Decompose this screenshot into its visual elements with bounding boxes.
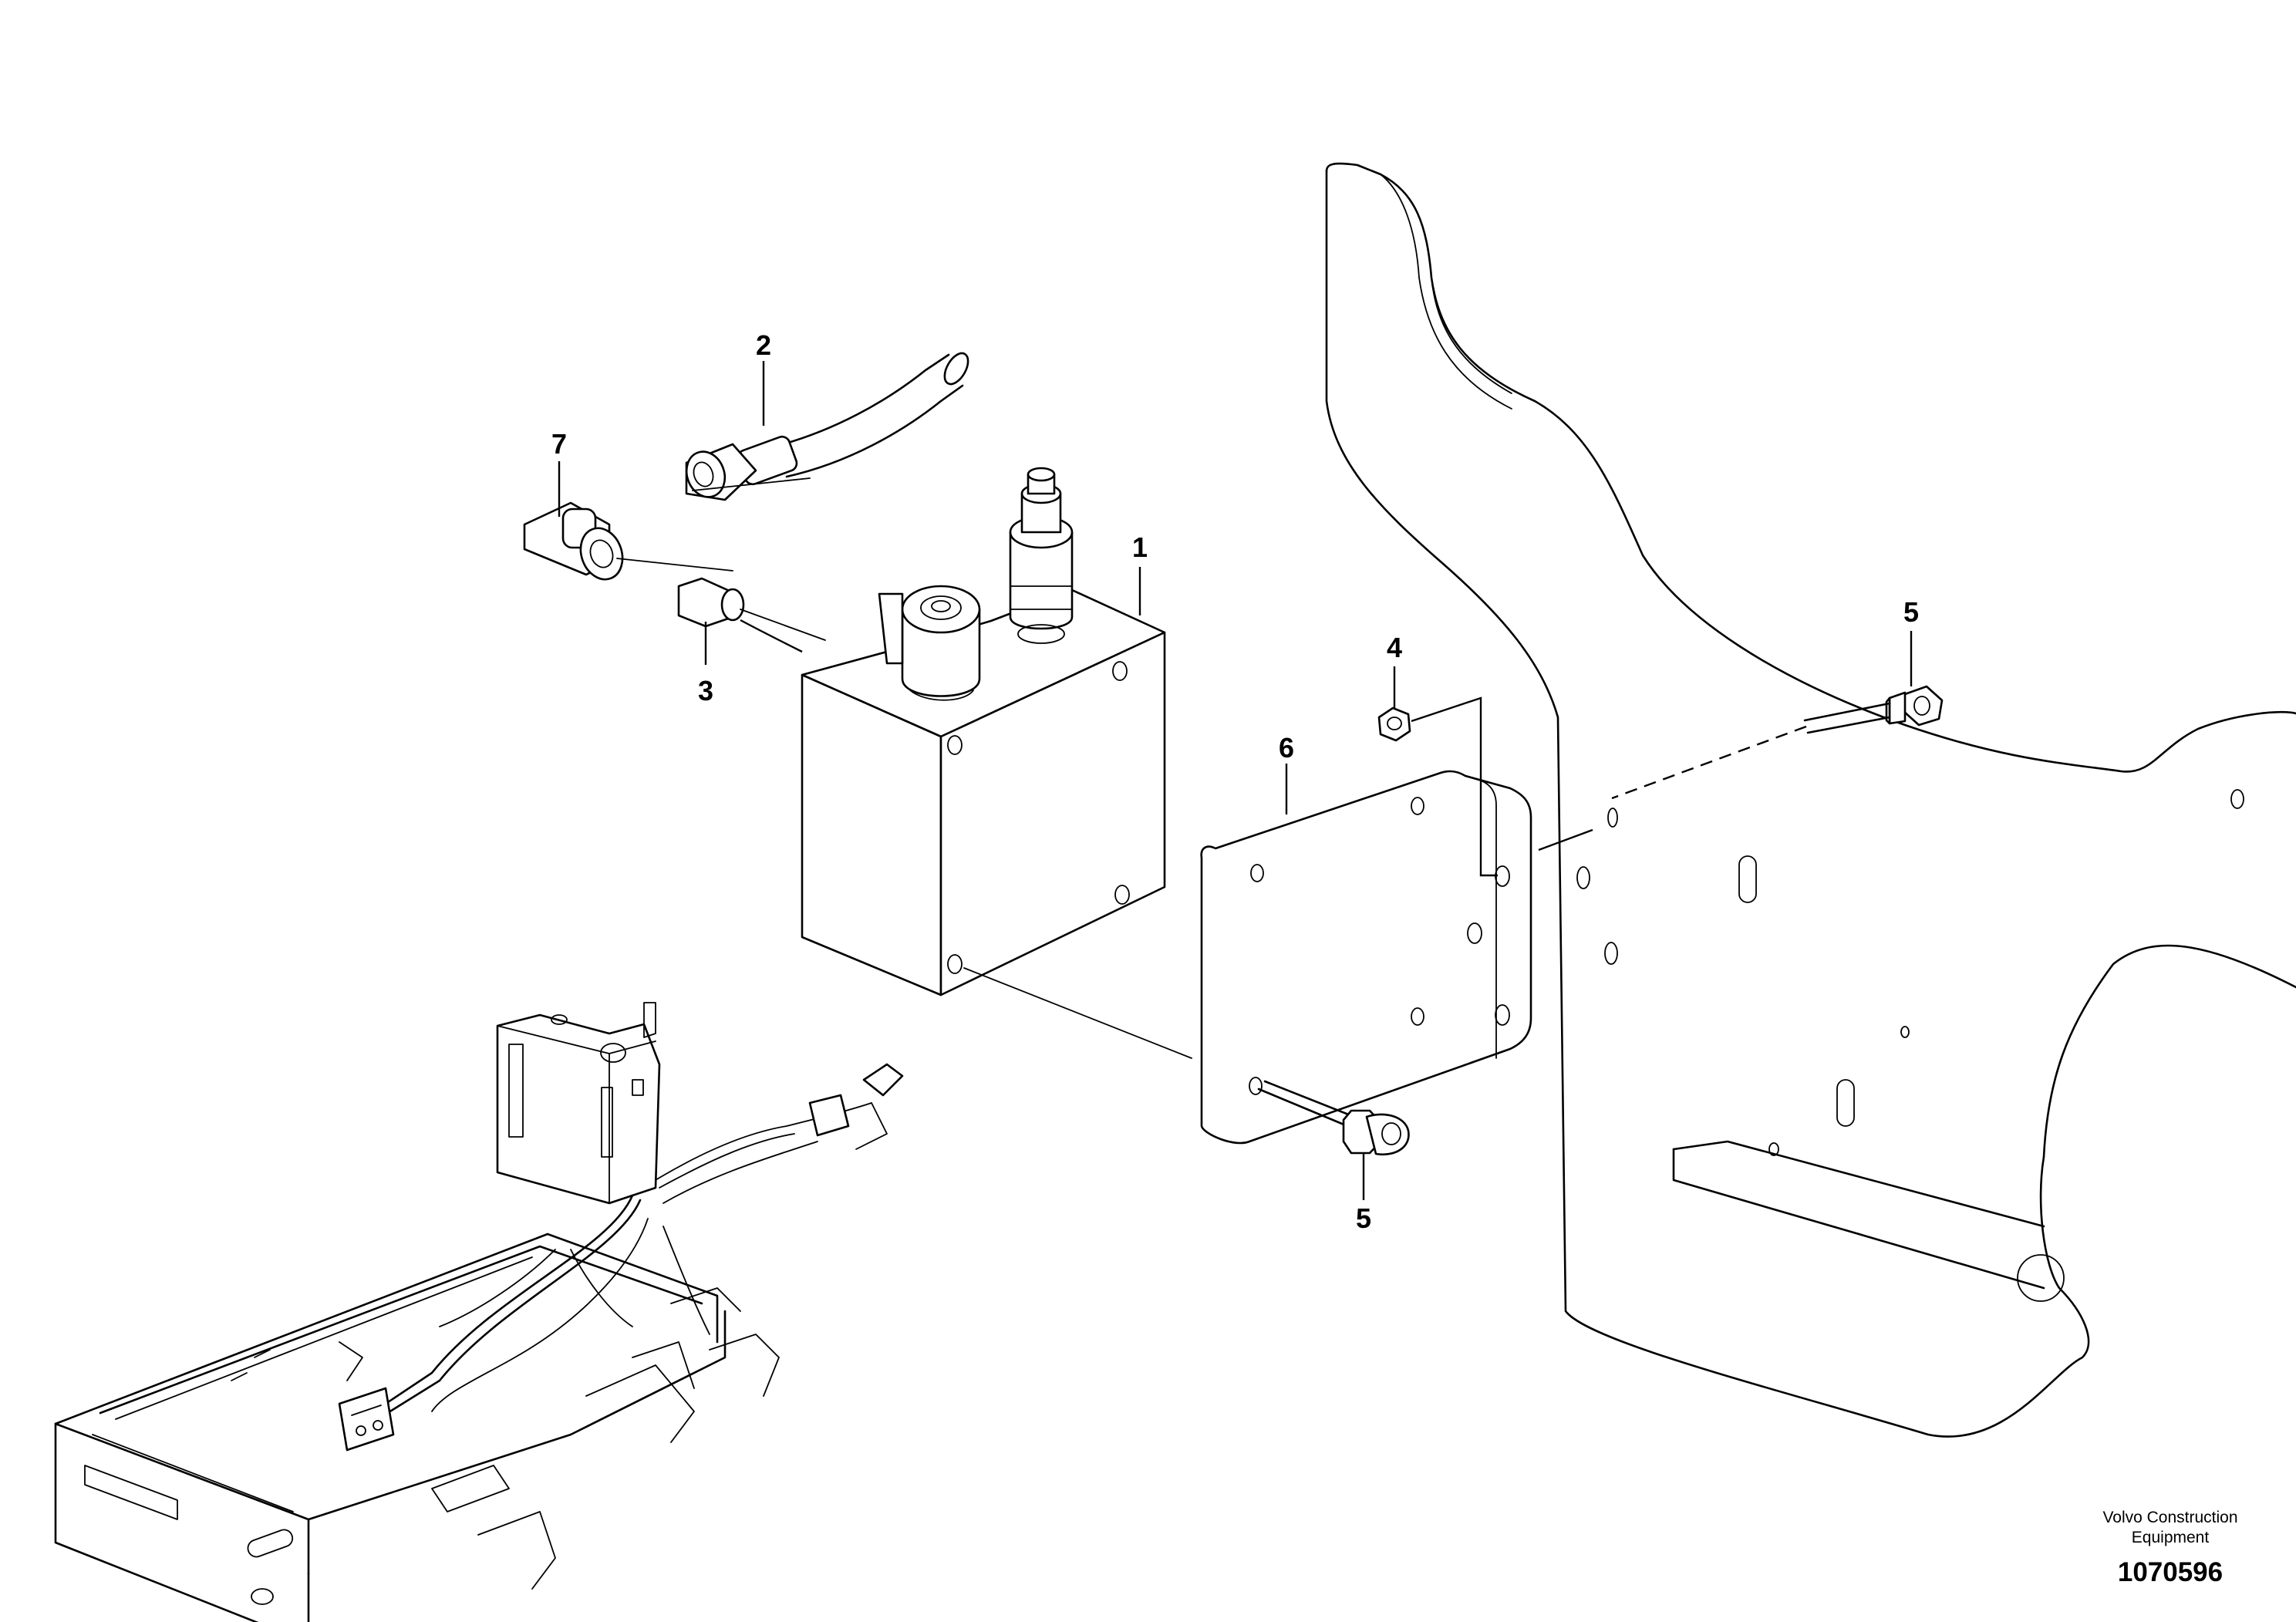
nut	[1377, 696, 1498, 877]
document-number: 1070596	[2118, 1557, 2223, 1587]
callout-6: 6	[1279, 732, 1294, 764]
hose-assembly	[685, 352, 969, 501]
callout-1: 1	[1132, 531, 1148, 563]
solenoid-coil	[878, 585, 981, 701]
callout-7: 7	[551, 428, 567, 460]
callout-5-lower: 5	[1356, 1202, 1371, 1234]
callout-5-right: 5	[1903, 596, 1919, 628]
callout-4: 4	[1387, 632, 1402, 663]
bolt-lower	[1257, 1080, 1410, 1156]
pressure-sensor	[1009, 467, 1074, 644]
brand-line-1: Volvo Construction	[2102, 1509, 2237, 1526]
bolt-right	[1538, 685, 1944, 851]
connector-fitting	[677, 577, 826, 641]
machine-overview	[54, 1002, 904, 1622]
brand-line-2: Equipment	[2132, 1529, 2210, 1546]
elbow-fitting	[523, 501, 733, 581]
callout-3: 3	[698, 675, 713, 706]
valve-block	[801, 588, 1192, 1059]
frame-plate	[1325, 162, 2296, 1438]
mounting-bracket	[1200, 770, 1532, 1145]
leader-lines	[558, 361, 1913, 1200]
callout-2: 2	[756, 329, 771, 361]
